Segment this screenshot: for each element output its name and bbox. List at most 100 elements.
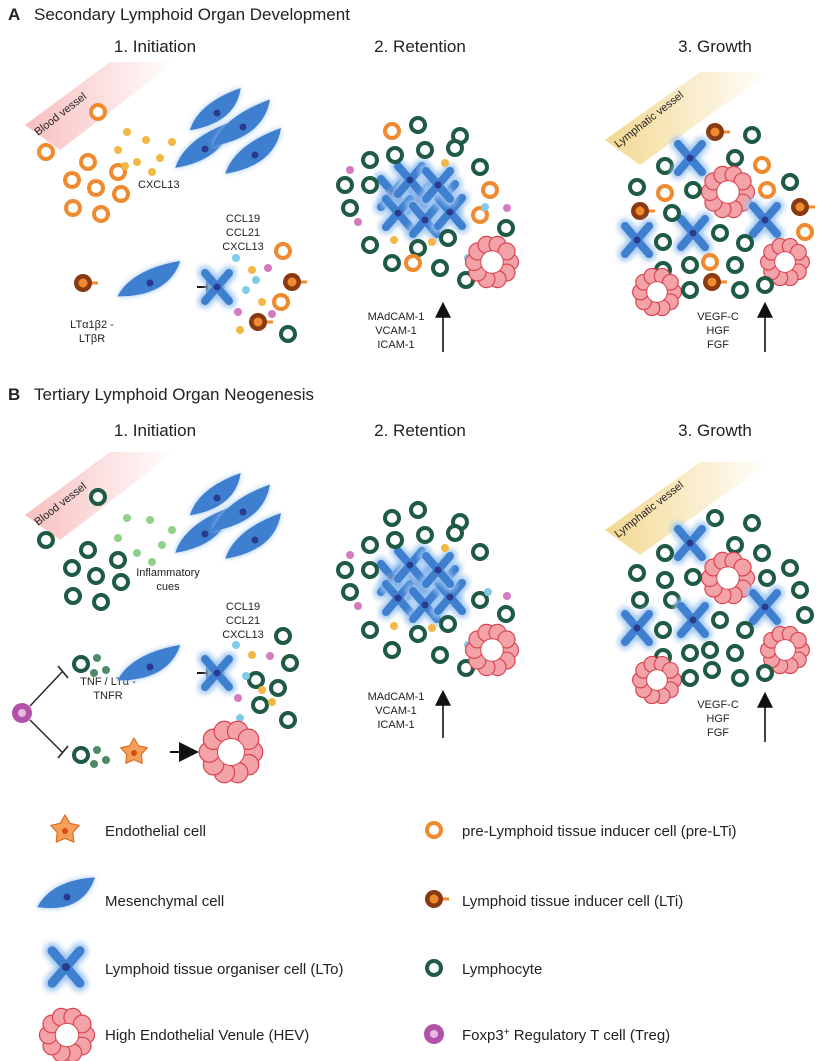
hev-icon	[760, 237, 810, 287]
lymphocyte-icon	[383, 254, 401, 272]
lti-cell-icon	[283, 273, 307, 291]
lto-cell-icon	[618, 607, 656, 649]
legend-lti-label: Lymphoid tissue inducer cell (LTi)	[462, 893, 683, 910]
pre-lti-cell-icon	[92, 205, 110, 223]
lymphocyte-icon	[681, 644, 699, 662]
lymphocyte-icon	[736, 234, 754, 252]
chemokine-dot	[114, 146, 122, 154]
chemokine-dot	[346, 166, 354, 174]
lymphocyte-icon	[736, 621, 754, 639]
legend-lymphocyte-label: Lymphocyte	[462, 961, 542, 978]
lymphocyte-icon	[416, 526, 434, 544]
pre-lti-cell-icon	[37, 143, 55, 161]
panel-b-adhesion-1: MAdCAM-1	[368, 691, 425, 703]
lto-cell-icon	[419, 164, 457, 206]
chemokine-dot	[264, 264, 272, 272]
lti-cell-icon	[791, 198, 815, 216]
mesenchymal-cell-icon	[189, 88, 241, 131]
chemokine-dot	[146, 516, 154, 524]
chemokine-dot	[148, 168, 156, 176]
lymphocyte-icon	[92, 593, 110, 611]
lti-cell-icon	[425, 890, 449, 908]
lymphocyte-icon	[628, 178, 646, 196]
hev-icon	[700, 551, 756, 605]
lto-cell-icon	[746, 199, 784, 241]
mesenchymal-cell-icon	[117, 260, 181, 297]
chemokine-dot	[354, 218, 362, 226]
panel-b-inflammatory-1: Inflammatory	[136, 567, 200, 579]
lymphocyte-icon	[446, 524, 464, 542]
panel-b-growth-factor-1: VEGF-C	[697, 699, 739, 711]
lymphocyte-icon	[341, 199, 359, 217]
panel-a-chemokine-1: CCL19	[226, 213, 260, 225]
lymphocyte-icon	[726, 536, 744, 554]
lymphocyte-icon	[416, 141, 434, 159]
lymphocyte-icon	[439, 615, 457, 633]
legend-prelti-label: pre-Lymphoid tissue inducer cell (pre-LT…	[462, 823, 737, 840]
panel-a-growth-factor-1: VEGF-C	[697, 311, 739, 323]
lymphocyte-icon	[753, 544, 771, 562]
chemokine-dot	[481, 203, 489, 211]
lti-cell-icon	[74, 274, 98, 292]
lymphocyte-icon	[251, 696, 269, 714]
chemokine-dot	[102, 666, 110, 674]
lymphocyte-icon	[386, 531, 404, 549]
pre-lti-cell-icon	[753, 156, 771, 174]
lymphocyte-icon	[361, 176, 379, 194]
lto-cell-icon	[391, 159, 429, 201]
chemokine-dot	[242, 286, 250, 294]
lymphocyte-icon	[628, 564, 646, 582]
chemokine-dot	[93, 654, 101, 662]
lymphocyte-icon	[439, 229, 457, 247]
lymphocyte-icon	[112, 573, 130, 591]
panel-b-letter: B	[8, 385, 20, 404]
panel-a-adhesion-2: VCAM-1	[375, 325, 417, 337]
lymphocyte-icon	[663, 204, 681, 222]
lto-cell-icon	[391, 544, 429, 586]
chemokine-dot	[484, 588, 492, 596]
panel-b-step-retention: 2. Retention	[374, 421, 466, 440]
lymphocyte-icon	[756, 276, 774, 294]
chemokine-dot	[242, 672, 250, 680]
mesenchymal-cell-icon	[212, 99, 270, 147]
mesenchymal-cell-icon	[175, 121, 232, 168]
pre-lti-cell-icon	[404, 254, 422, 272]
pre-lti-cell-icon	[109, 163, 127, 181]
lymphocyte-icon	[361, 151, 379, 169]
lymphocyte-icon	[471, 158, 489, 176]
lymphocyte-icon	[726, 256, 744, 274]
chemokine-dot	[142, 136, 150, 144]
lto-cell-icon	[618, 219, 656, 261]
lymphocyte-icon	[89, 488, 107, 506]
lymphocyte-icon	[109, 551, 127, 569]
panel-b-growth-factor-2: HGF	[706, 713, 730, 725]
chemokine-dot	[268, 310, 276, 318]
hev-icon	[760, 625, 810, 675]
chemokine-dot	[346, 551, 354, 559]
chemokine-dot	[441, 159, 449, 167]
panel-a-step-growth: 3. Growth	[678, 37, 752, 56]
lto-cell-icon	[198, 652, 236, 694]
lymphocyte-icon	[446, 139, 464, 157]
panel-b-title: Tertiary Lymphoid Organ Neogenesis	[34, 385, 314, 404]
lymphocyte-icon	[756, 664, 774, 682]
lymphocyte-icon	[471, 543, 489, 561]
legend-lto-label: Lymphoid tissue organiser cell (LTo)	[105, 961, 343, 978]
lymphocyte-icon	[274, 627, 292, 645]
mesenchymal-cell-icon	[225, 512, 282, 559]
panel-b-chemokine-2: CCL21	[226, 615, 260, 627]
lto-cell-icon	[431, 576, 469, 618]
lymphocyte-icon	[726, 149, 744, 167]
mesenchymal-cell-icon	[189, 473, 241, 516]
lymphocyte-icon	[711, 224, 729, 242]
chemokine-dot	[123, 514, 131, 522]
lto-cell-icon	[431, 191, 469, 233]
legend-mesenchymal-label: Mesenchymal cell	[105, 893, 224, 910]
lti-cell-icon	[703, 273, 727, 291]
panel-a-step-retention: 2. Retention	[374, 37, 466, 56]
lymphocyte-icon	[656, 571, 674, 589]
hev-icon	[464, 235, 520, 289]
pre-lti-cell-icon	[87, 179, 105, 197]
mesenchymal-cell-icon	[175, 506, 232, 553]
chemokine-dot	[234, 694, 242, 702]
